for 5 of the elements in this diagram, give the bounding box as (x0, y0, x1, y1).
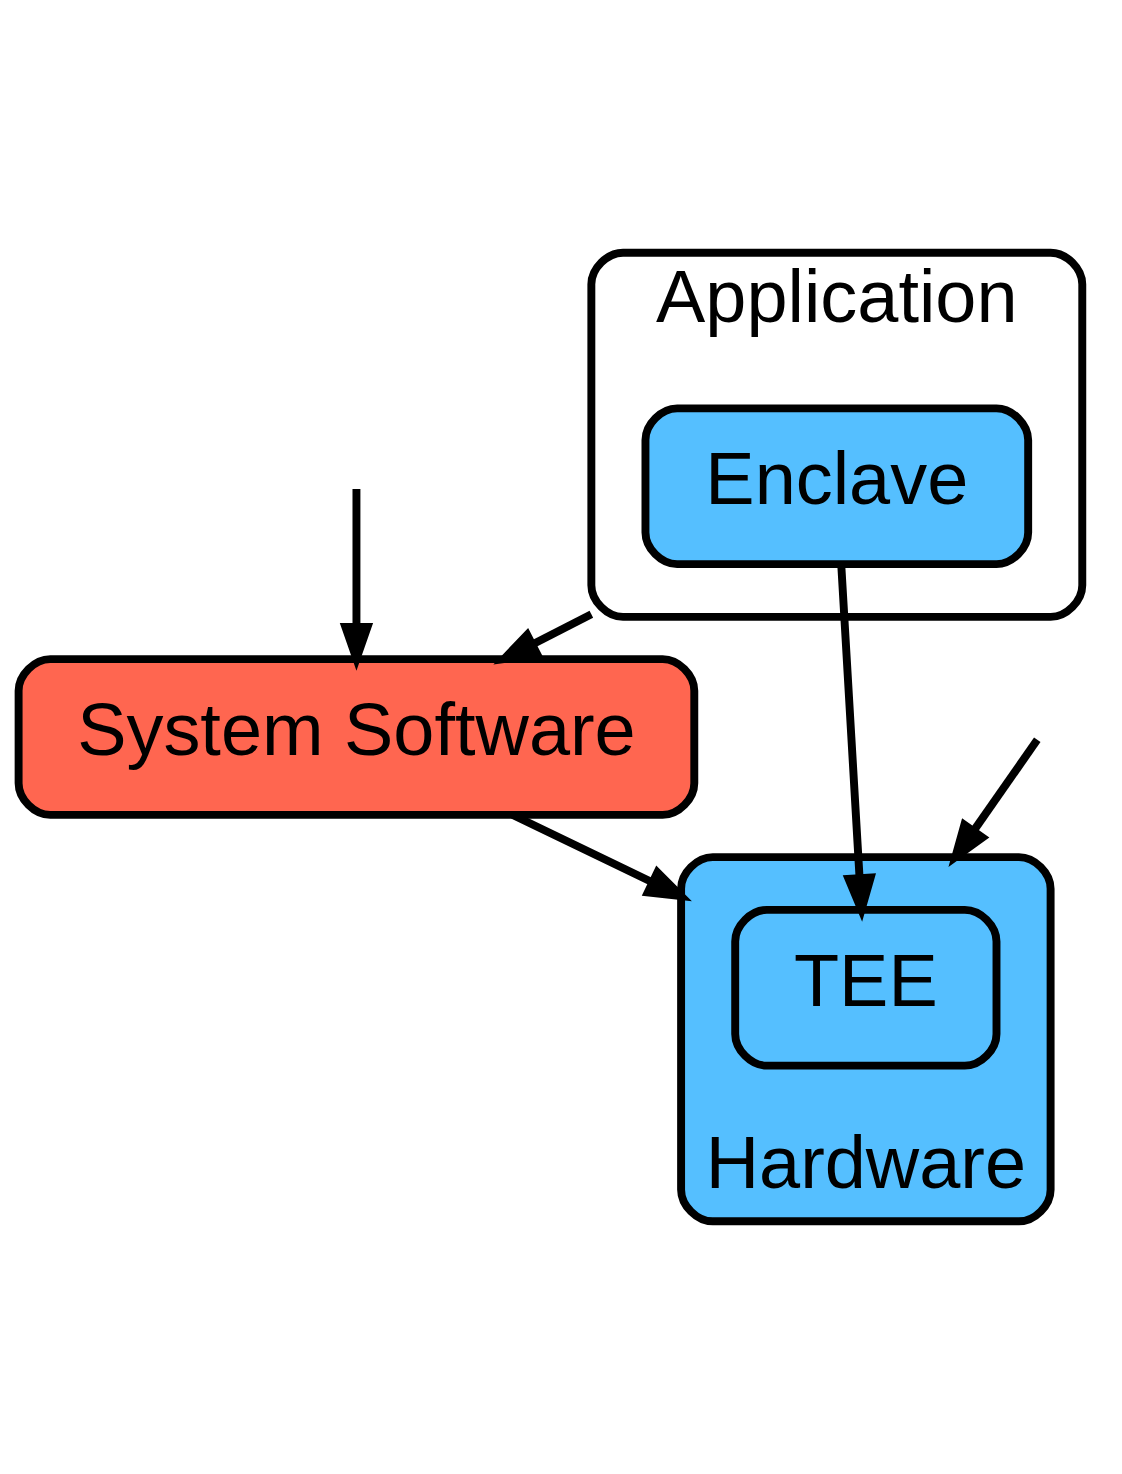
node-box: Enclave (641, 404, 1033, 569)
node-box: TEE (731, 905, 1001, 1070)
arrow (948, 737, 1041, 867)
arrow (493, 610, 594, 665)
node-box: System Software (14, 655, 699, 819)
